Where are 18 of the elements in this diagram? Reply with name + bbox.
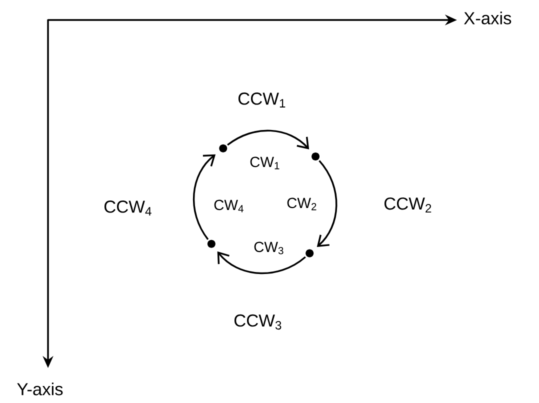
dot xyxy=(312,152,320,160)
text-label: CW$_{2}$ xyxy=(287,198,316,210)
text-label: CCW$_{1}$ xyxy=(238,92,286,108)
text-label: CW$_{1}$ xyxy=(250,156,280,170)
curved-arrow xyxy=(217,251,306,274)
dot xyxy=(306,249,314,258)
text-label: Y-axis xyxy=(17,382,63,396)
text-label: CW$_{3}$ xyxy=(254,242,284,254)
curved-arrow xyxy=(316,160,338,247)
text-label: CW$_{4}$ xyxy=(214,200,244,212)
text-label: CCW$_{3}$ xyxy=(234,314,282,330)
text-label: CCW$_{2}$ xyxy=(384,197,432,213)
text-label: CCW$_{4}$ xyxy=(104,200,152,216)
text-label: X-axis xyxy=(464,12,512,24)
dot xyxy=(219,144,228,152)
dot xyxy=(207,240,216,248)
curved-arrow xyxy=(227,130,310,150)
curved-arrow xyxy=(192,154,216,240)
